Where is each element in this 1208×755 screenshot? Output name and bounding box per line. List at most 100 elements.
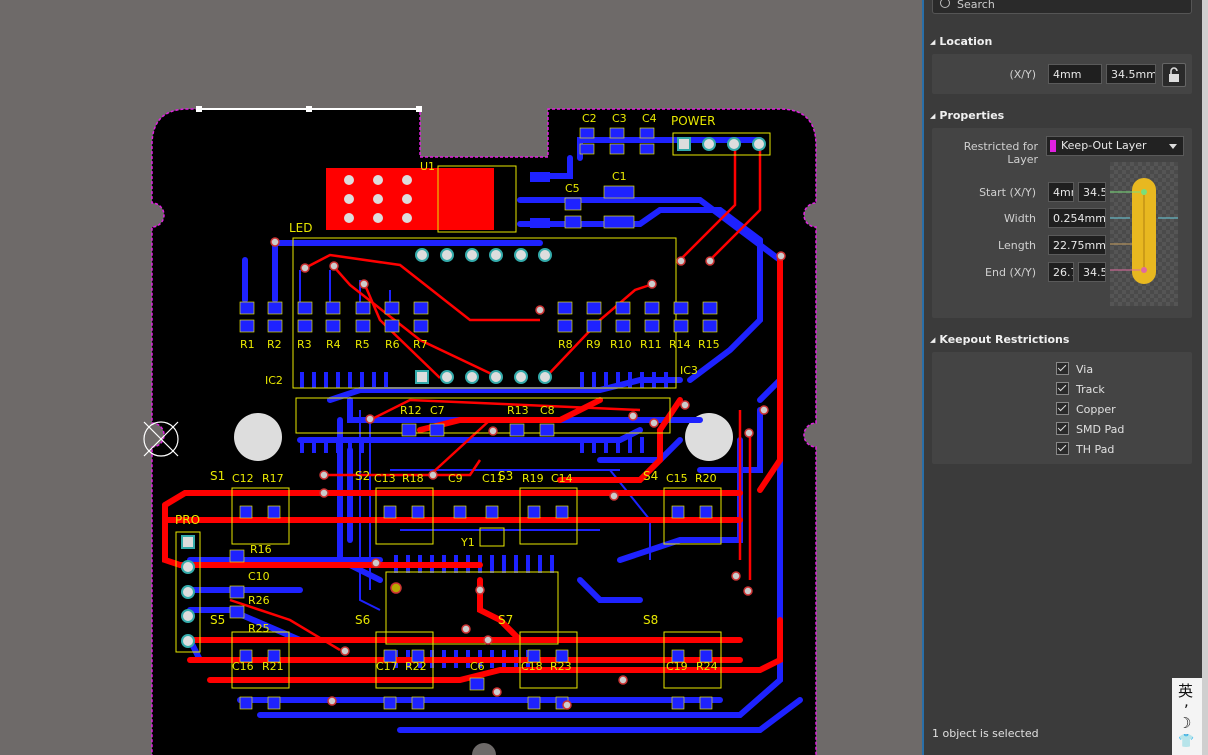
label-r19: R19 xyxy=(522,472,544,485)
label-c15: C15 xyxy=(666,472,688,485)
keepout-via-checkbox[interactable]: Via xyxy=(1056,362,1093,378)
search-box[interactable]: Search xyxy=(932,0,1192,14)
top-copper-traces xyxy=(162,257,783,683)
label-c9: C9 xyxy=(448,472,463,485)
label-led: LED xyxy=(289,221,313,235)
label-c2: C2 xyxy=(582,112,597,125)
board-outline[interactable] xyxy=(151,108,817,755)
label-c4: C4 xyxy=(642,112,657,125)
location-x-input[interactable]: 4mm xyxy=(1048,64,1102,84)
location-box: (X/Y) 4mm 34.5mm xyxy=(932,54,1192,94)
lock-button[interactable] xyxy=(1162,63,1186,87)
label-r9: R9 xyxy=(586,338,601,351)
label-s4: S4 xyxy=(643,469,658,483)
label-r7: R7 xyxy=(413,338,428,351)
length-label: Length xyxy=(998,239,1036,252)
section-location-header[interactable]: ◢Location xyxy=(930,35,992,48)
chevron-down-icon xyxy=(1169,144,1177,149)
properties-panel: Search ◢Location (X/Y) 4mm 34.5mm ◢Prope… xyxy=(922,0,1204,755)
label-r12: R12 xyxy=(400,404,422,417)
ime-punctuation-toggle[interactable]: , xyxy=(1184,692,1189,710)
skin-icon[interactable]: 👕 xyxy=(1178,734,1195,749)
board-notch xyxy=(472,743,496,755)
label-r15: R15 xyxy=(698,338,720,351)
section-keepout-title: Keepout Restrictions xyxy=(939,333,1070,346)
label-c7: C7 xyxy=(430,404,445,417)
label-r2: R2 xyxy=(267,338,282,351)
label-r14: R14 xyxy=(669,338,691,351)
keepout-thpad-checkbox[interactable]: TH Pad xyxy=(1056,442,1114,458)
label-s5: S5 xyxy=(210,613,225,627)
checkbox-checked-icon xyxy=(1056,442,1069,455)
keepout-track-checkbox[interactable]: Track xyxy=(1056,382,1105,398)
ime-language-toggle[interactable]: 英 xyxy=(1178,682,1194,700)
width-label: Width xyxy=(1004,212,1036,225)
label-r24: R24 xyxy=(696,660,718,673)
label-c19: C19 xyxy=(666,660,688,673)
u1-pins xyxy=(344,175,412,223)
end-x-input[interactable]: 26.75mm xyxy=(1048,262,1074,282)
search-placeholder: Search xyxy=(957,0,995,11)
label-c3: C3 xyxy=(612,112,627,125)
start-xy-label: Start (X/Y) xyxy=(979,186,1036,199)
label-c6: C6 xyxy=(470,660,485,673)
mounting-hole xyxy=(234,413,282,461)
keepout-smdpad-checkbox[interactable]: SMD Pad xyxy=(1056,422,1124,438)
label-r18: R18 xyxy=(402,472,424,485)
u1-smd-pad xyxy=(530,218,550,228)
keepout-thpad-label: TH Pad xyxy=(1076,443,1115,456)
label-c16: C16 xyxy=(232,660,254,673)
label-s2: S2 xyxy=(355,469,370,483)
label-r11: R11 xyxy=(640,338,662,351)
label-ic2: IC2 xyxy=(265,374,283,387)
keepout-via-label: Via xyxy=(1076,363,1094,376)
selection-handle[interactable] xyxy=(416,106,422,112)
label-r10: R10 xyxy=(610,338,632,351)
label-u1: U1 xyxy=(420,160,435,173)
label-r4: R4 xyxy=(326,338,341,351)
top-copper-thin-traces xyxy=(229,150,762,652)
pcb-board-svg[interactable]: POWER LED PRO U1 IC2 IC3 Y1 C1 C2 C3 C4 … xyxy=(0,0,922,755)
label-r25: R25 xyxy=(248,622,270,635)
ime-toolbar[interactable]: 英 , ☽ 👕 xyxy=(1172,678,1202,755)
window-edge xyxy=(1202,0,1208,755)
start-x-input[interactable]: 4mm xyxy=(1048,182,1074,202)
label-c5: C5 xyxy=(565,182,580,195)
section-location-title: Location xyxy=(939,35,993,48)
pcb-canvas[interactable]: POWER LED PRO U1 IC2 IC3 Y1 C1 C2 C3 C4 … xyxy=(0,0,922,755)
location-y-input[interactable]: 34.5mm xyxy=(1106,64,1156,84)
track-preview xyxy=(1110,162,1178,306)
label-c18: C18 xyxy=(521,660,543,673)
keepout-copper-checkbox[interactable]: Copper xyxy=(1056,402,1116,418)
label-c10: C10 xyxy=(248,570,270,583)
end-y-input[interactable]: 34.5mm xyxy=(1078,262,1106,282)
section-properties-header[interactable]: ◢Properties xyxy=(930,109,1004,122)
label-r20: R20 xyxy=(695,472,717,485)
label-c13: C13 xyxy=(374,472,396,485)
selection-handle[interactable] xyxy=(196,106,202,112)
label-power: POWER xyxy=(671,114,715,128)
label-s3: S3 xyxy=(498,469,513,483)
collapse-triangle-icon: ◢ xyxy=(930,336,936,344)
start-y-input[interactable]: 34.5mm xyxy=(1078,182,1106,202)
checkbox-checked-icon xyxy=(1056,402,1069,415)
checkbox-checked-icon xyxy=(1056,382,1069,395)
moon-icon[interactable]: ☽ xyxy=(1178,714,1192,732)
layer-dropdown[interactable]: Keep-Out Layer xyxy=(1046,136,1184,156)
lock-icon xyxy=(1169,67,1179,82)
label-pro: PRO xyxy=(175,513,200,527)
label-s7: S7 xyxy=(498,613,513,627)
width-input[interactable]: 0.254mm xyxy=(1048,208,1106,228)
label-r17: R17 xyxy=(262,472,284,485)
label-y1: Y1 xyxy=(460,536,475,549)
length-input[interactable]: 22.75mm xyxy=(1048,235,1106,255)
selection-handle[interactable] xyxy=(306,106,312,112)
search-icon xyxy=(940,0,950,8)
label-c11: C11 xyxy=(482,472,504,485)
keepout-box: Via Track Copper SMD Pad TH Pad xyxy=(932,352,1192,464)
section-keepout-header[interactable]: ◢Keepout Restrictions xyxy=(930,333,1069,346)
label-r1: R1 xyxy=(240,338,255,351)
label-r22: R22 xyxy=(405,660,427,673)
label-s8: S8 xyxy=(643,613,658,627)
label-r23: R23 xyxy=(550,660,572,673)
